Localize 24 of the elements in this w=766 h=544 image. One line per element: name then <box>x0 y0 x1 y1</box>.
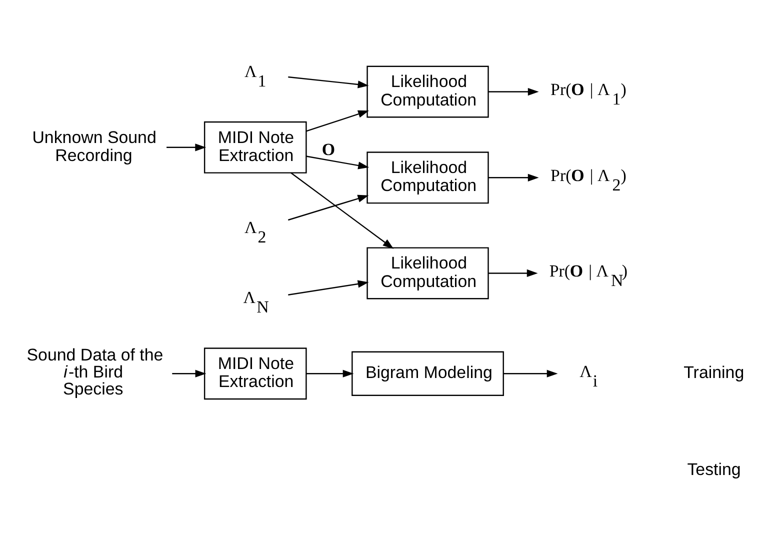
arrow <box>306 110 369 132</box>
edge-label: O <box>322 140 336 159</box>
node-box: MIDI Note Extraction <box>204 348 307 400</box>
arrow <box>488 269 538 278</box>
arrow <box>290 172 394 249</box>
arrow <box>288 194 369 221</box>
node-box: Likelihood Computation <box>366 247 489 300</box>
arrow <box>306 156 370 170</box>
arrow <box>488 88 539 96</box>
node-box: MIDI Note Extraction <box>204 121 307 174</box>
arrow <box>504 370 558 378</box>
node-box: Bigram Modeling <box>352 351 504 396</box>
node-box: Likelihood Computation <box>366 152 489 204</box>
arrow <box>172 370 206 378</box>
node-box: Likelihood Computation <box>366 66 489 118</box>
arrow <box>306 370 354 378</box>
label: Training <box>684 363 744 382</box>
node-text: Unknown Sound Recording <box>32 128 156 165</box>
node-text: Sound Data of the i-th Bird Species <box>26 346 164 398</box>
label: Testing <box>687 460 741 479</box>
arrow <box>288 280 369 296</box>
arrow <box>488 174 539 182</box>
arrow <box>288 76 369 88</box>
arrow <box>166 144 206 152</box>
